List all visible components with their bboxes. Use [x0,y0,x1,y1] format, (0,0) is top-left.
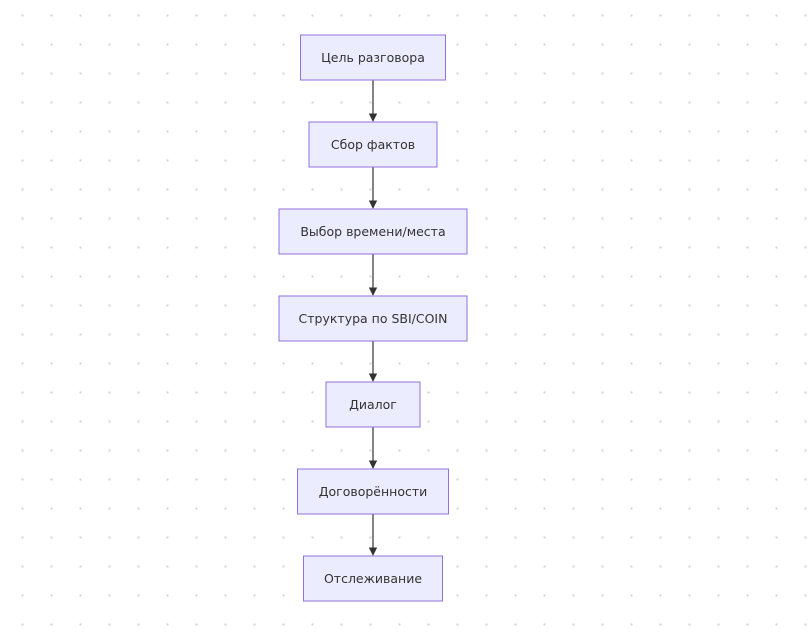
node-label: Диалог [349,397,397,412]
flow-node-dialogue: Диалог [325,381,421,428]
flow-node-goal: Цель разговора [300,34,446,81]
node-box [300,34,446,81]
node-label: Выбор времени/места [300,224,445,239]
node-label: Цель разговора [321,50,425,65]
node-box [278,208,468,255]
node-box [308,121,438,168]
node-box [278,295,468,342]
flow-node-structure: Структура по SBI/COIN [278,295,468,342]
node-box [303,555,443,602]
flow-node-facts: Сбор фактов [308,121,438,168]
node-box [325,381,421,428]
flow-node-tracking: Отслеживание [303,555,443,602]
flow-node-agreements: Договорённости [297,468,449,515]
node-label: Структура по SBI/COIN [299,311,448,326]
node-box [297,468,449,515]
node-label: Сбор фактов [331,137,415,152]
flow-node-time_place: Выбор времени/места [278,208,468,255]
node-label: Договорённости [319,484,428,499]
node-label: Отслеживание [324,571,422,586]
